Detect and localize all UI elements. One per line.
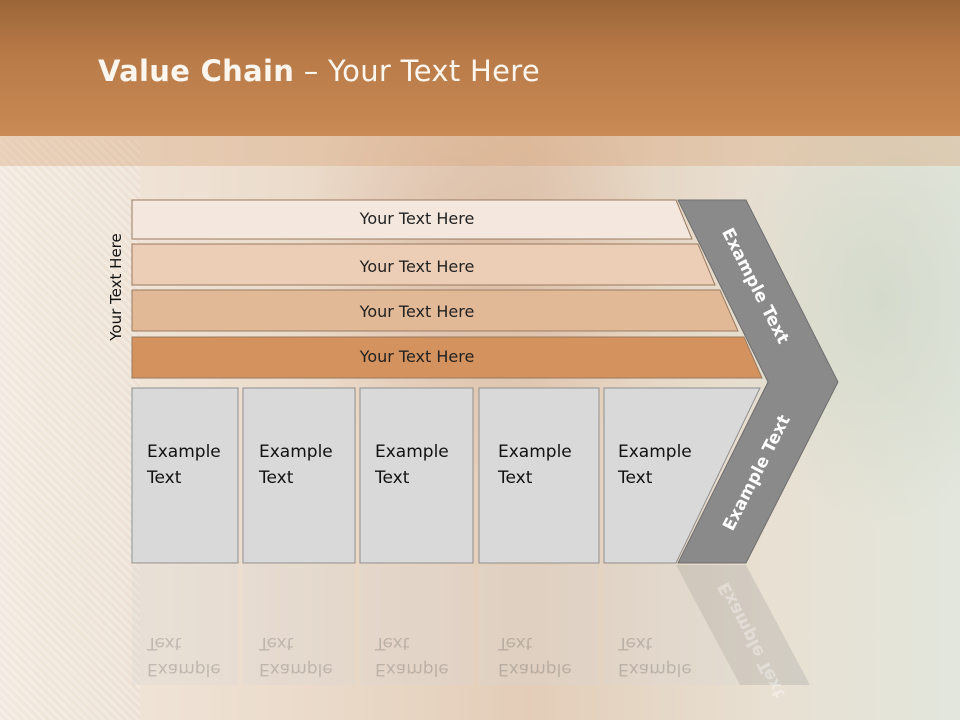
- primary-box-3-line2: Text: [375, 468, 410, 488]
- primary-box-3-reflection: Example Text: [375, 630, 449, 682]
- primary-box-5-line2: Text: [618, 468, 653, 488]
- primary-box-5-line1: Example: [618, 442, 692, 462]
- reflection-5-line1: Example: [618, 659, 692, 679]
- support-bar-2[interactable]: [131, 243, 716, 286]
- title-bar: [0, 0, 960, 136]
- primary-box-4-line2: Text: [498, 468, 533, 488]
- reflection-4-line2: Text: [498, 633, 533, 653]
- support-bar-1[interactable]: [131, 199, 693, 240]
- reflection-2-line1: Example: [259, 659, 333, 679]
- primary-box-4-line1: Example: [498, 442, 572, 462]
- primary-box-3-line1: Example: [375, 442, 449, 462]
- primary-box-3[interactable]: [359, 387, 474, 564]
- reflection-arrow: [676, 565, 810, 685]
- support-bar-2-label: Your Text Here: [359, 257, 475, 276]
- margin-chevron-arrow[interactable]: [677, 199, 839, 564]
- support-bar-4[interactable]: [131, 336, 763, 379]
- primary-box-2-reflection: Example Text: [259, 630, 333, 682]
- reflection-3-line2: Text: [375, 633, 410, 653]
- primary-box-1[interactable]: [131, 387, 239, 564]
- reflection-3-line1: Example: [375, 659, 449, 679]
- reflection-box-2: [243, 565, 355, 685]
- primary-box-1-reflection: Example Text: [147, 630, 221, 682]
- primary-box-1-line1: Example: [147, 442, 221, 462]
- reflection-1-line2: Text: [147, 633, 182, 653]
- reflection-box-1: [132, 565, 238, 685]
- reflection-5-line2: Text: [618, 633, 653, 653]
- slide-title-bold: Value Chain: [98, 54, 295, 88]
- support-bar-4-label: Your Text Here: [359, 347, 475, 366]
- primary-box-4[interactable]: [478, 387, 600, 564]
- primary-box-5-reflection: Example Text: [618, 630, 692, 682]
- background-sweater-texture: [0, 140, 140, 720]
- primary-box-4-reflection: Example Text: [498, 630, 572, 682]
- primary-box-5[interactable]: [603, 387, 761, 564]
- reflection-4-line1: Example: [498, 659, 572, 679]
- slide-title-rest: – Your Text Here: [294, 54, 540, 88]
- slide-title[interactable]: Value Chain – Your Text Here: [98, 54, 540, 88]
- support-bar-3[interactable]: [131, 289, 739, 332]
- primary-box-2-line2: Text: [259, 468, 294, 488]
- reflection-box-3: [360, 565, 473, 685]
- title-bar-band: [0, 136, 960, 166]
- primary-box-2[interactable]: [242, 387, 356, 564]
- reflection-2-line2: Text: [259, 633, 294, 653]
- primary-box-1-line2: Text: [147, 468, 182, 488]
- reflection-1-line1: Example: [147, 659, 221, 679]
- support-bar-3-label: Your Text Here: [359, 302, 475, 321]
- diagram-reflection: [132, 565, 810, 685]
- support-bar-1-label: Your Text Here: [359, 209, 475, 228]
- primary-box-2-line1: Example: [259, 442, 333, 462]
- reflection-box-5: [604, 565, 760, 685]
- reflection-box-4: [479, 565, 599, 685]
